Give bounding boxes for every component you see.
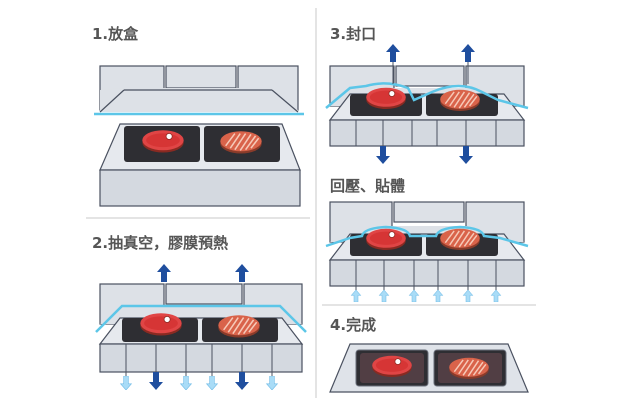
step2-title: 2.抽真空，膠膜預熱 (92, 234, 228, 252)
down-arrow-icon (180, 376, 192, 390)
up-arrow-icon (235, 264, 249, 282)
down-arrow-icon (206, 376, 218, 390)
up-arrow-icon (462, 290, 474, 302)
down-arrow-icon (376, 146, 390, 164)
down-arrow-icon (120, 376, 132, 390)
down-arrow-icon (235, 372, 249, 390)
step1-illustration (94, 65, 304, 207)
down-arrow-icon (266, 376, 278, 390)
up-arrow-icon (432, 290, 444, 302)
steak-icon (365, 228, 407, 251)
up-arrow-icon (408, 290, 420, 302)
down-arrow-icon (459, 146, 473, 164)
up-arrow-icon (378, 290, 390, 302)
up-arrow-icon (386, 44, 400, 62)
striped-steak-icon (219, 130, 263, 155)
upper-lid (99, 65, 299, 113)
step4-title: 4.完成 (330, 316, 376, 334)
film-sheet (95, 304, 307, 333)
step2-illustration (95, 264, 307, 390)
up-arrow-icon (461, 44, 475, 62)
step3b-title: 回壓、貼體 (330, 177, 405, 195)
striped-steak-icon (217, 314, 261, 339)
up-arrow-icon (490, 290, 502, 302)
steak-icon (365, 87, 407, 110)
steak-icon (139, 312, 183, 336)
up-arrow-icon (157, 264, 171, 282)
striped-steak-icon (439, 227, 481, 251)
step1-title: 1.放盒 (92, 25, 139, 43)
step3b-illustration (325, 201, 529, 302)
down-arrow-icon (149, 372, 163, 390)
film-sheet (325, 82, 529, 110)
steak-icon (371, 355, 413, 378)
steak-icon (141, 129, 185, 153)
step3-title: 3.封口 (330, 25, 376, 43)
lower-machine (99, 123, 301, 207)
step3-illustration (325, 44, 529, 164)
up-arrow-icon (350, 290, 362, 302)
striped-steak-icon (448, 356, 490, 380)
step4-illustration (329, 343, 529, 393)
striped-steak-icon (439, 88, 481, 112)
film-sheet (325, 225, 529, 248)
